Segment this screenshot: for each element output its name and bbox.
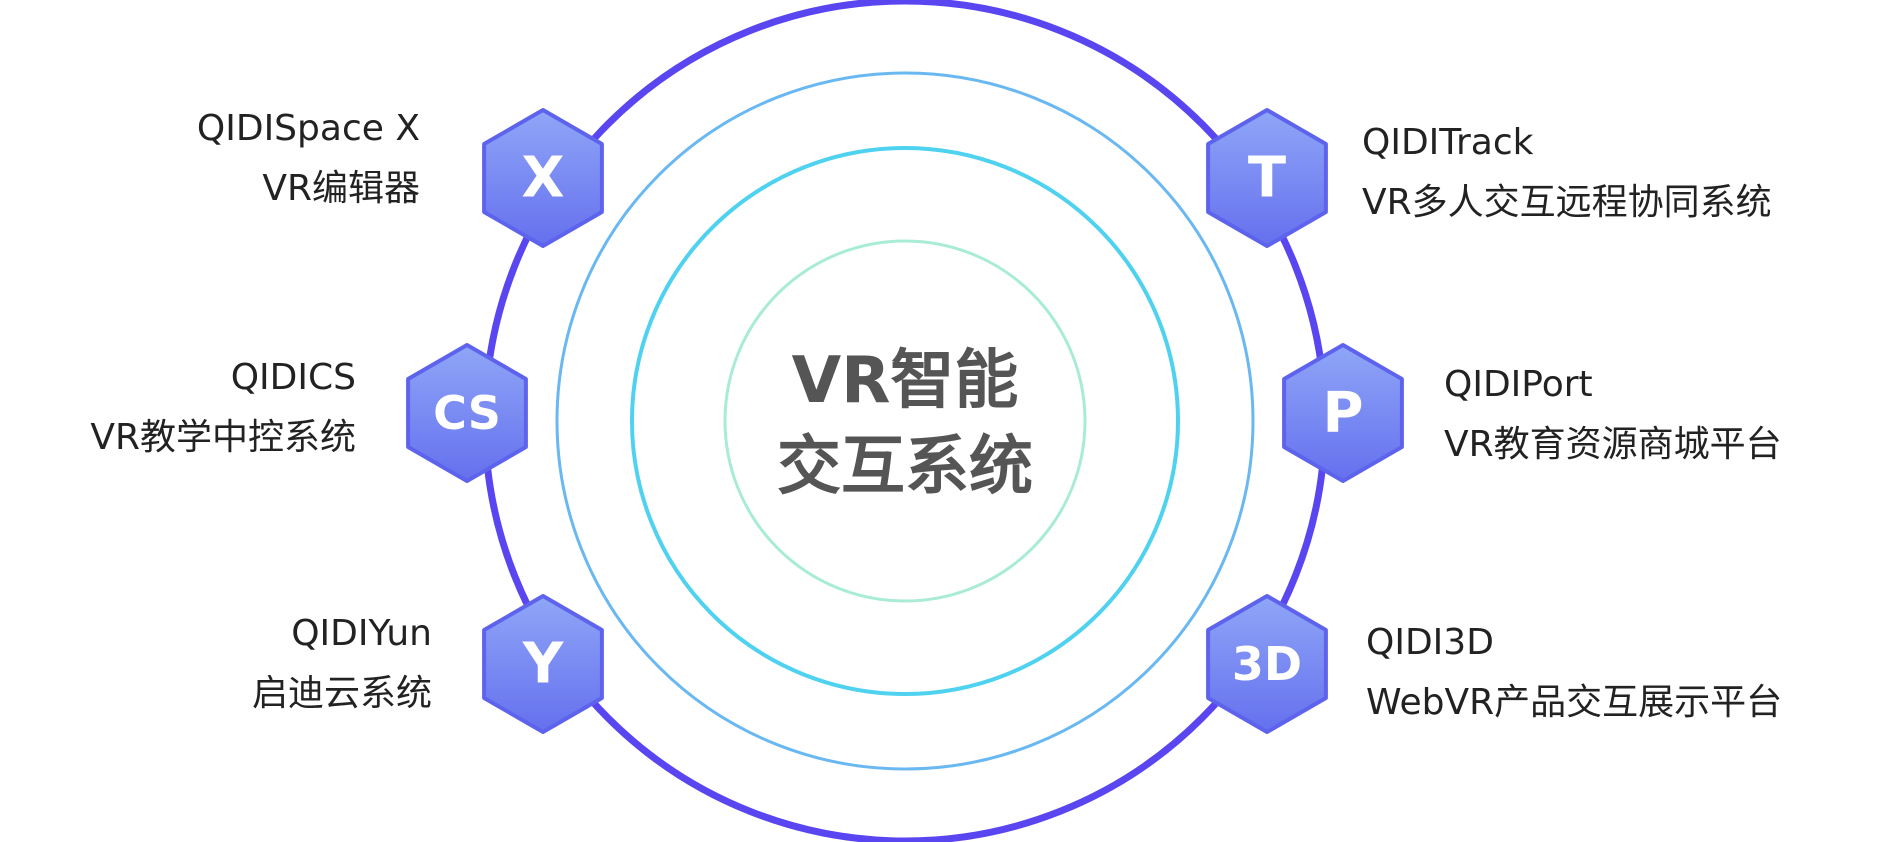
node-name: QIDISpace X xyxy=(196,108,420,149)
label-qidiport: QIDIPort VR教育资源商城平台 xyxy=(1444,355,1782,475)
center-title-line1: VR智能 xyxy=(792,344,1019,418)
label-qidics: QIDICS VR教学中控系统 xyxy=(90,348,356,468)
hex-node-3d: 3D xyxy=(1206,594,1328,734)
hex-node-p: P xyxy=(1282,343,1404,483)
hex-letter: T xyxy=(1248,146,1286,211)
hexagon-badge xyxy=(406,343,528,483)
hex-letter: P xyxy=(1322,381,1363,446)
hex-node-t: T xyxy=(1206,108,1328,248)
hexagon-badge xyxy=(482,108,604,248)
hex-letter: Y xyxy=(522,632,565,697)
node-desc: WebVR产品交互展示平台 xyxy=(1366,682,1783,723)
outer-ring xyxy=(481,0,1329,842)
node-name: QIDICS xyxy=(230,357,356,398)
center-title-line2: 交互系统 xyxy=(777,430,1033,504)
hex-node-cs: CS xyxy=(406,343,528,483)
node-desc: 启迪云系统 xyxy=(251,673,432,714)
middle-ring xyxy=(555,71,1255,771)
hex-node-y: Y xyxy=(482,594,604,734)
node-desc: VR教学中控系统 xyxy=(90,417,356,458)
inner-ring xyxy=(630,146,1180,696)
core-ring xyxy=(723,239,1087,603)
hex-node-layer: X CS Y T P 3D xyxy=(406,108,1404,734)
label-qidispace-x: QIDISpace X VR编辑器 xyxy=(197,99,420,219)
node-name: QIDIPort xyxy=(1444,364,1593,405)
hex-node-x: X xyxy=(482,108,604,248)
hexagon-badge xyxy=(1206,594,1328,734)
hexagon-badge xyxy=(1282,343,1404,483)
label-qidi3d: QIDI3D WebVR产品交互展示平台 xyxy=(1366,613,1782,733)
node-name: QIDIYun xyxy=(291,613,432,654)
node-name: QIDI3D xyxy=(1366,622,1494,663)
node-desc: VR多人交互远程协同系统 xyxy=(1362,182,1772,223)
node-desc: VR教育资源商城平台 xyxy=(1444,424,1782,465)
label-qidiyun: QIDIYun 启迪云系统 xyxy=(252,604,432,724)
hex-letter: 3D xyxy=(1232,637,1302,691)
hex-letter: CS xyxy=(433,386,501,440)
node-name: QIDITrack xyxy=(1362,122,1534,163)
hexagon-badge xyxy=(1206,108,1328,248)
label-qiditrack: QIDITrack VR多人交互远程协同系统 xyxy=(1362,113,1772,233)
hex-letter: X xyxy=(521,146,564,211)
hexagon-badge xyxy=(482,594,604,734)
node-desc: VR编辑器 xyxy=(262,168,420,209)
